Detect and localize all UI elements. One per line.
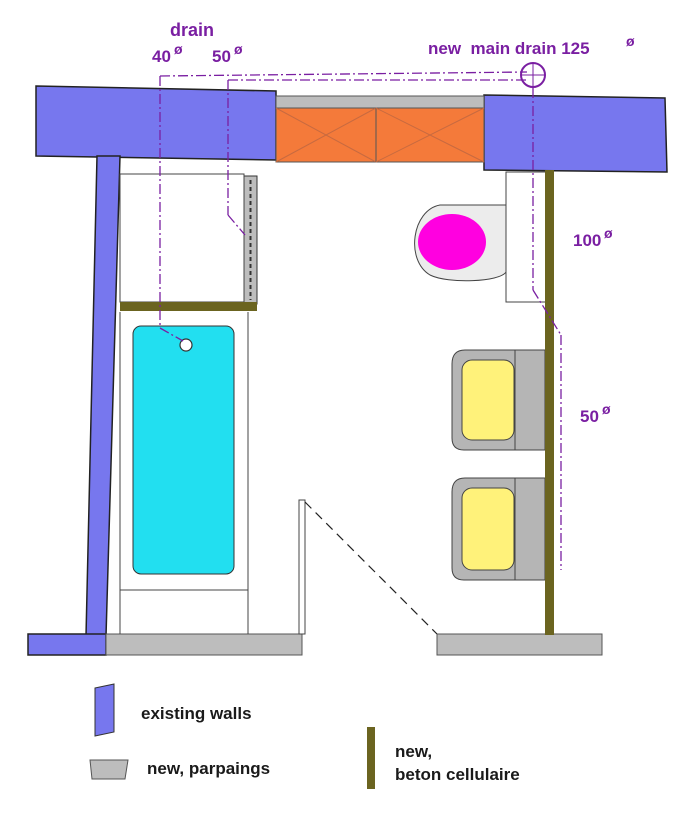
diameter-symbol-100: ø — [604, 225, 613, 241]
diameter-symbol-125: ø — [626, 33, 635, 49]
door-swing — [304, 501, 438, 635]
diameter-symbol-50-right: ø — [602, 401, 611, 417]
door-jamb — [298, 499, 306, 635]
label-main-drain: new main drain 125 — [428, 39, 590, 58]
wash-basin-lower — [451, 477, 546, 581]
room-outline-left — [119, 173, 245, 303]
cabinet-right — [375, 107, 485, 163]
existing-wall-top-right — [483, 94, 668, 173]
label-drain: drain — [170, 20, 214, 40]
legend-label-beton-line1: new, — [395, 742, 432, 761]
bathtub-drain-hole — [179, 338, 193, 352]
legend-swatch-parpaings — [89, 759, 129, 780]
label-drain-40: 40 — [152, 47, 171, 66]
legend-swatch-existing — [94, 683, 115, 737]
legend-label-parpaings: new, parpaings — [147, 759, 270, 778]
parpaing-bottom-left — [105, 633, 303, 656]
label-drain-100: 100 — [573, 231, 601, 250]
toilet — [414, 171, 547, 303]
existing-wall-left — [85, 155, 121, 637]
existing-wall-bottom-left — [27, 633, 107, 656]
diameter-symbol-40: ø — [174, 41, 183, 57]
wash-basin-upper — [451, 349, 546, 451]
label-drain-50-top: 50 — [212, 47, 231, 66]
cabinet-left — [275, 107, 377, 163]
beton-partition-horizontal — [120, 302, 257, 311]
label-drain-50-right: 50 — [580, 407, 599, 426]
beton-partition-right — [545, 170, 554, 635]
parpaing-bottom-right — [436, 633, 603, 656]
legend: existing walls new, parpaings new, beton… — [89, 683, 520, 789]
diameter-symbol-50-top: ø — [234, 41, 243, 57]
legend-swatch-beton — [367, 727, 375, 789]
parpaing-top-strip — [275, 95, 485, 109]
bathtub — [132, 325, 235, 575]
drain-lines — [159, 71, 562, 570]
existing-wall-top-left — [35, 85, 277, 161]
legend-label-existing: existing walls — [141, 704, 252, 723]
legend-label-beton-line2: beton cellulaire — [395, 765, 520, 784]
